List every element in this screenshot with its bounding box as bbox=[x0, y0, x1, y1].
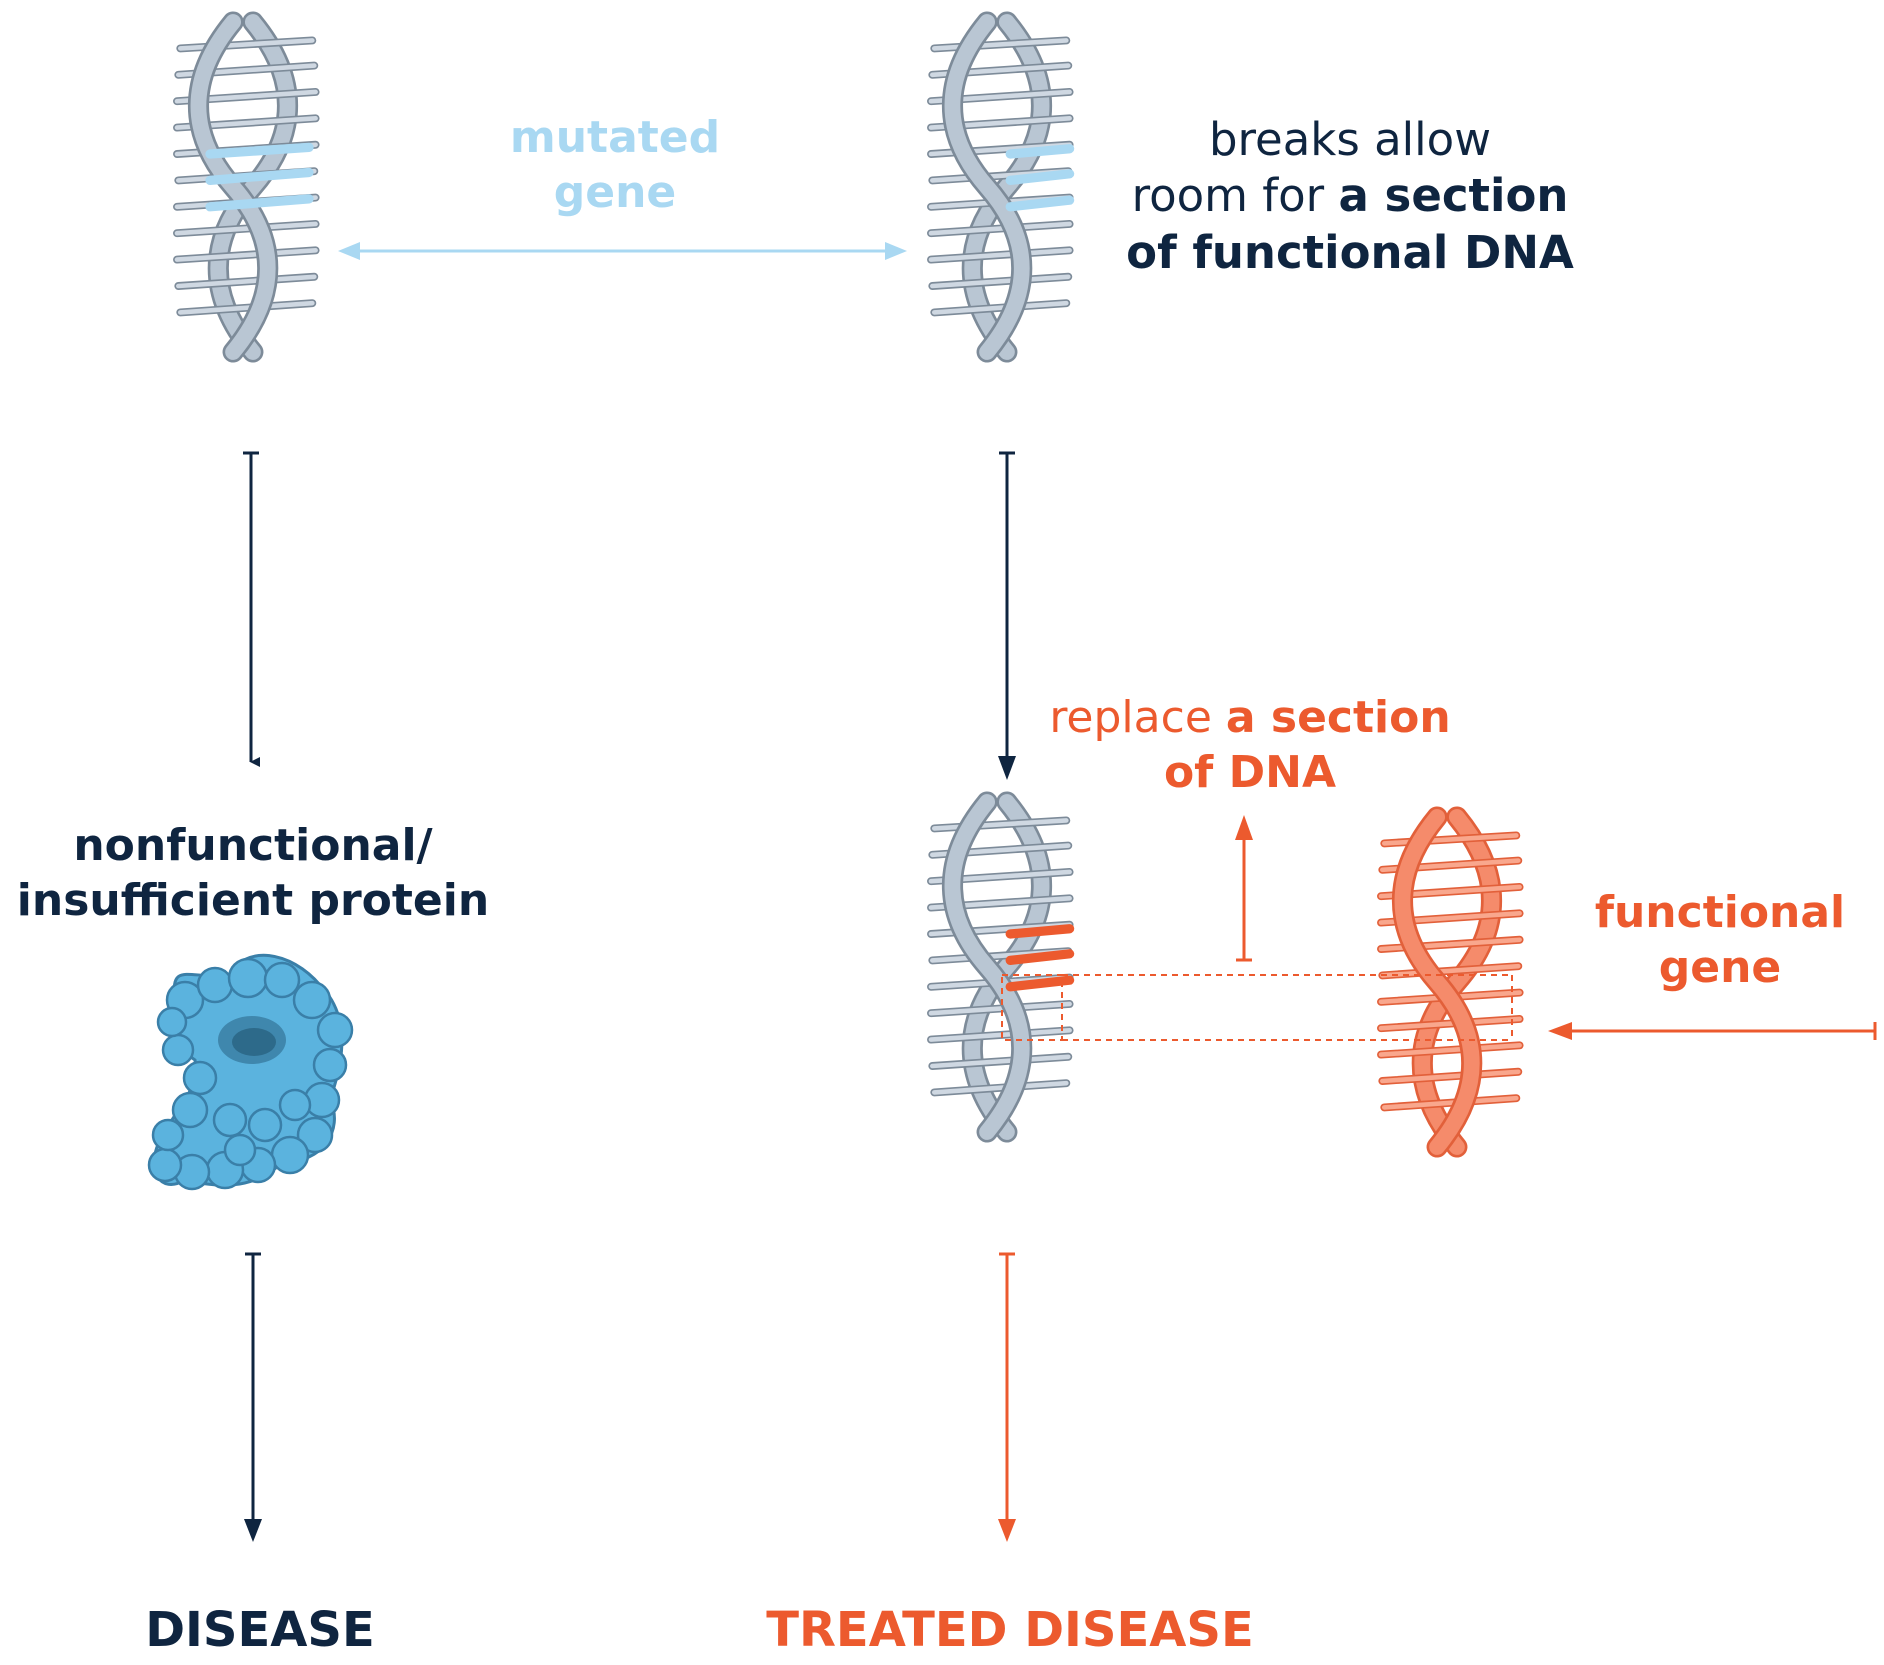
functional-gene-label: functional gene bbox=[1594, 887, 1846, 993]
dna-helix-icon-mutated bbox=[177, 22, 316, 352]
dna-helix-icon-functional bbox=[1381, 817, 1520, 1147]
arrow-icon-double-mutated bbox=[338, 242, 907, 260]
arrow-icon-left-bottom bbox=[244, 1252, 262, 1542]
protein-label: nonfunctional/ insufficient protein bbox=[16, 820, 490, 926]
arrow-icon-functional-left bbox=[1548, 1022, 1877, 1040]
dna-helix-icon-repaired bbox=[931, 802, 1070, 1132]
arrow-icon-left-top bbox=[243, 451, 260, 767]
arrow-icon-right-bottom bbox=[998, 1252, 1016, 1542]
breaks-label: breaks allow room for a section of funct… bbox=[1126, 113, 1574, 279]
replace-label: replace a section of DNA bbox=[1049, 692, 1451, 798]
replacement-region-dashes bbox=[1001, 974, 1513, 1041]
protein-icon bbox=[147, 953, 354, 1191]
disease-label: DISEASE bbox=[145, 1602, 375, 1658]
dna-helix-icon-breaks bbox=[931, 22, 1070, 352]
arrow-icon-right-top bbox=[998, 451, 1016, 780]
treated-disease-label: TREATED DISEASE bbox=[766, 1602, 1254, 1658]
mutated-gene-label: mutated gene bbox=[509, 112, 721, 218]
arrow-icon-replace-up bbox=[1235, 815, 1253, 962]
